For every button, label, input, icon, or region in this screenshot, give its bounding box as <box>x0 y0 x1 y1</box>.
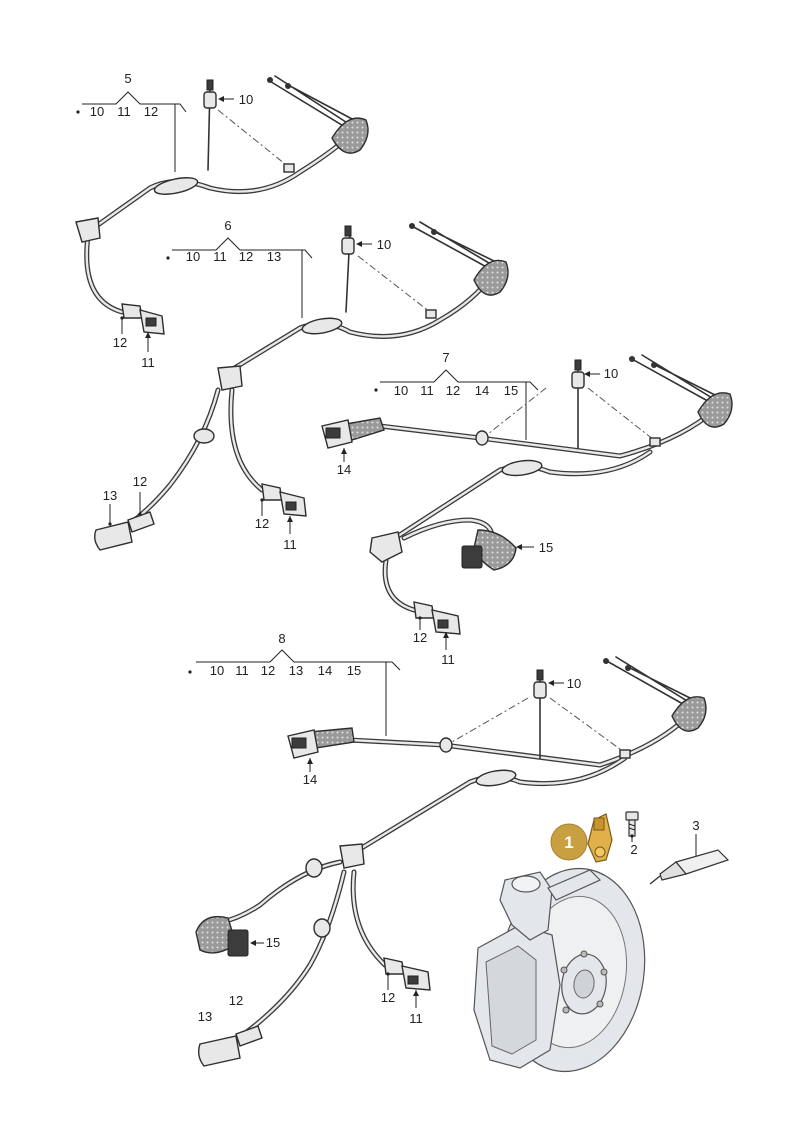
callout-bracket-5: 5 10 11 12 <box>76 71 187 172</box>
label-10: 10 <box>90 104 104 119</box>
label-12: 12 <box>261 663 275 678</box>
label-12: 12 <box>413 630 427 645</box>
label-2: 2 <box>630 842 637 857</box>
label-13: 13 <box>198 1009 212 1024</box>
wheel-speed-sensor[interactable] <box>587 813 613 863</box>
callout-badge-1[interactable]: 1 <box>550 823 588 861</box>
label-1: 1 <box>564 833 573 852</box>
label-10: 10 <box>239 92 253 107</box>
label-12: 12 <box>133 474 147 489</box>
callout-bracket-7: 7 10 11 12 14 15 <box>374 350 539 440</box>
label-15: 15 <box>266 935 280 950</box>
label-12: 12 <box>381 990 395 1005</box>
label-14: 14 <box>318 663 332 678</box>
label-7: 7 <box>442 350 449 365</box>
harness-group-6: 6 10 11 12 13 <box>93 218 509 552</box>
wheel-speed-harness-8: 10 14 15 12 11 12 13 <box>195 656 707 1067</box>
callout-bracket-6: 6 10 11 12 13 <box>166 218 313 318</box>
label-10: 10 <box>567 676 581 691</box>
label-12: 12 <box>113 335 127 350</box>
grease-tube: 3 <box>649 818 730 885</box>
label-15: 15 <box>347 663 361 678</box>
label-15: 15 <box>539 540 553 555</box>
label-15: 15 <box>504 383 518 398</box>
wheel-speed-harness-6: 10 12 11 12 13 <box>93 221 509 552</box>
label-12: 12 <box>229 993 243 1008</box>
label-13: 13 <box>289 663 303 678</box>
label-3: 3 <box>692 818 699 833</box>
harness-group-7: 7 10 11 12 14 15 <box>321 350 733 667</box>
label-10: 10 <box>394 383 408 398</box>
label-11: 11 <box>441 652 455 667</box>
label-10: 10 <box>377 237 391 252</box>
label-12: 12 <box>255 516 269 531</box>
label-11: 11 <box>420 383 434 398</box>
label-14: 14 <box>303 772 317 787</box>
wheel-bearing-housing <box>499 871 553 941</box>
label-14: 14 <box>337 462 351 477</box>
label-11: 11 <box>117 104 131 119</box>
label-11: 11 <box>141 355 155 370</box>
hex-bolt: 2 <box>625 811 639 857</box>
brake-assembly <box>473 867 646 1073</box>
label-8: 8 <box>278 631 285 646</box>
label-12: 12 <box>446 383 460 398</box>
label-11: 11 <box>213 249 227 264</box>
wheel-speed-harness-7: 10 14 15 12 11 <box>321 354 733 667</box>
label-10: 10 <box>604 366 618 381</box>
label-6: 6 <box>224 218 231 233</box>
label-5: 5 <box>124 71 131 86</box>
label-11: 11 <box>283 537 297 552</box>
label-10: 10 <box>210 663 224 678</box>
label-13: 13 <box>267 249 281 264</box>
wheel-speed-harness-5: 10 12 11 <box>75 75 369 370</box>
label-11: 11 <box>409 1011 423 1026</box>
label-11: 11 <box>235 663 249 678</box>
callout-bracket-8: 8 10 11 12 13 14 15 <box>188 631 401 736</box>
label-12: 12 <box>239 249 253 264</box>
harness-group-5: 5 10 11 12 10 <box>75 71 369 370</box>
label-12: 12 <box>144 104 158 119</box>
harness-group-8: 8 10 11 12 13 14 15 <box>188 631 707 1067</box>
label-14: 14 <box>475 383 489 398</box>
label-13: 13 <box>103 488 117 503</box>
label-10: 10 <box>186 249 200 264</box>
